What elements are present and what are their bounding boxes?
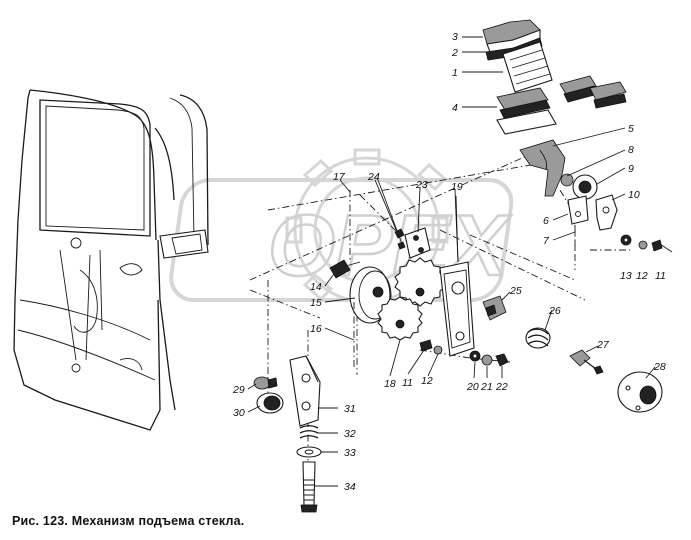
glass-channel-parts xyxy=(482,19,627,197)
callout-3: 3 xyxy=(452,31,458,43)
part-11-screw xyxy=(651,239,663,252)
callout-30: 30 xyxy=(233,407,245,419)
callout-14: 14 xyxy=(310,281,322,293)
part-18-sprocket xyxy=(377,257,446,341)
callout-25: 25 xyxy=(509,285,522,297)
part-12-washer-center xyxy=(433,345,443,355)
callout-16: 16 xyxy=(310,323,322,335)
callout-5: 5 xyxy=(628,123,634,135)
callout-12: 12 xyxy=(636,270,648,282)
part-21-washer xyxy=(481,354,493,366)
callout-19: 19 xyxy=(451,181,463,193)
part-26-spring xyxy=(525,327,551,349)
part-30-roller xyxy=(256,392,284,414)
part-29-knob xyxy=(253,376,278,390)
callout-34: 34 xyxy=(344,481,356,493)
part-31-bracket xyxy=(289,355,321,427)
callout-23: 23 xyxy=(415,179,428,191)
part-8-washer xyxy=(560,173,574,187)
callout-17: 17 xyxy=(333,171,346,183)
callout-10: 10 xyxy=(628,189,640,201)
regulator-right-parts xyxy=(482,295,663,413)
callout-21: 21 xyxy=(480,381,493,393)
regulator-upper-parts xyxy=(560,173,673,270)
callout-13: 13 xyxy=(620,270,632,282)
part-27-bolt xyxy=(569,349,604,375)
callout-20: 20 xyxy=(466,381,479,393)
callout-12-center: 12 xyxy=(421,375,433,387)
callout-28: 28 xyxy=(653,361,666,373)
callout-11: 11 xyxy=(655,270,666,282)
part-32-spring xyxy=(299,425,319,439)
part-28-flange xyxy=(617,371,663,413)
part-22-nut xyxy=(495,353,509,367)
callout-9: 9 xyxy=(628,163,634,175)
callout-33: 33 xyxy=(344,447,356,459)
figure-caption: Рис. 123. Механизм подъема стекла. xyxy=(12,514,245,528)
callout-24: 24 xyxy=(367,171,380,183)
callout-26: 26 xyxy=(548,305,561,317)
watermark-text: OPEX xyxy=(268,198,512,294)
part-6-plate xyxy=(567,195,589,225)
callout-7: 7 xyxy=(543,235,550,247)
leader-lines xyxy=(247,36,656,487)
callout-11-center: 11 xyxy=(402,377,413,389)
part-10-lever xyxy=(595,194,618,231)
part-11-screw-center xyxy=(419,339,433,352)
callout-32: 32 xyxy=(344,428,356,440)
part-34-bolt xyxy=(300,461,318,513)
callout-29: 29 xyxy=(232,384,245,396)
door-assembly xyxy=(13,89,209,431)
part-33-washer xyxy=(296,446,322,458)
callout-6: 6 xyxy=(543,215,549,227)
callout-1: 1 xyxy=(452,67,458,79)
regulator-lower-parts xyxy=(253,355,322,513)
callout-22: 22 xyxy=(495,381,508,393)
callout-31: 31 xyxy=(344,403,356,415)
part-4-channel xyxy=(496,87,549,111)
part-1-glass xyxy=(502,41,553,93)
part-2-seal xyxy=(485,37,543,61)
part-5-bracket xyxy=(519,139,566,197)
callout-8: 8 xyxy=(628,144,634,156)
callout-4: 4 xyxy=(452,102,458,114)
callouts: 3 2 1 4 5 8 9 10 6 7 13 12 11 17 24 23 1… xyxy=(232,31,666,493)
callout-2: 2 xyxy=(451,47,458,59)
part-15-drum xyxy=(349,266,391,324)
callout-18: 18 xyxy=(384,378,396,390)
part-12-washer xyxy=(638,240,648,250)
callout-27: 27 xyxy=(596,339,610,351)
callout-15: 15 xyxy=(310,297,322,309)
regulator-center-parts xyxy=(329,190,509,370)
